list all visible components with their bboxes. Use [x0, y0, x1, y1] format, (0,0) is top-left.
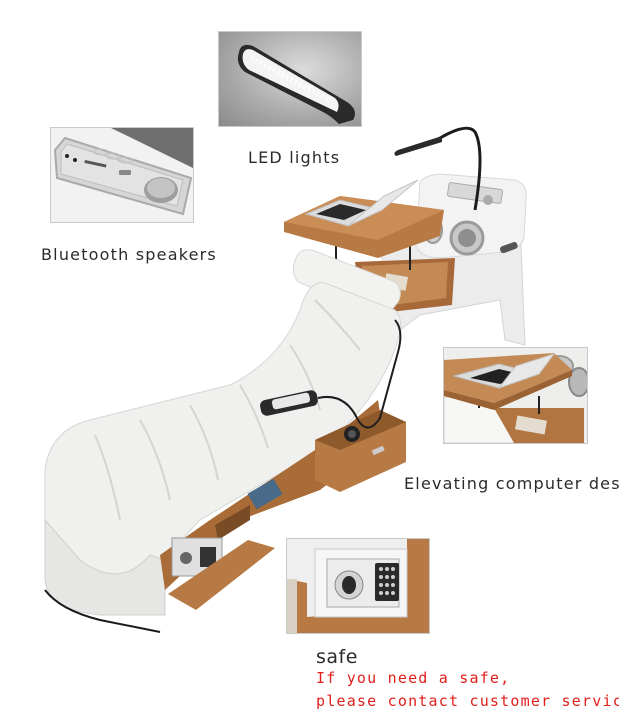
safe-label: safe — [316, 646, 358, 668]
safe-keypad-icon — [287, 539, 429, 633]
led-lights-label: LED lights — [248, 148, 341, 167]
led-lights-photo — [218, 31, 362, 127]
led-lamp-head-icon — [237, 44, 355, 124]
speaker-control-panel-icon — [53, 128, 193, 216]
elevating-desk-photo — [443, 347, 588, 444]
safe-note-line-1: If you need a safe, — [316, 669, 511, 687]
bluetooth-speakers-photo — [50, 127, 194, 223]
desk-closeup-icon — [444, 353, 587, 443]
safe-photo — [286, 538, 430, 634]
safe-note-line-2: please contact customer service — [316, 692, 619, 710]
bluetooth-speakers-label: Bluetooth speakers — [41, 245, 217, 264]
elevating-desk-label: Elevating computer desk — [404, 474, 619, 493]
